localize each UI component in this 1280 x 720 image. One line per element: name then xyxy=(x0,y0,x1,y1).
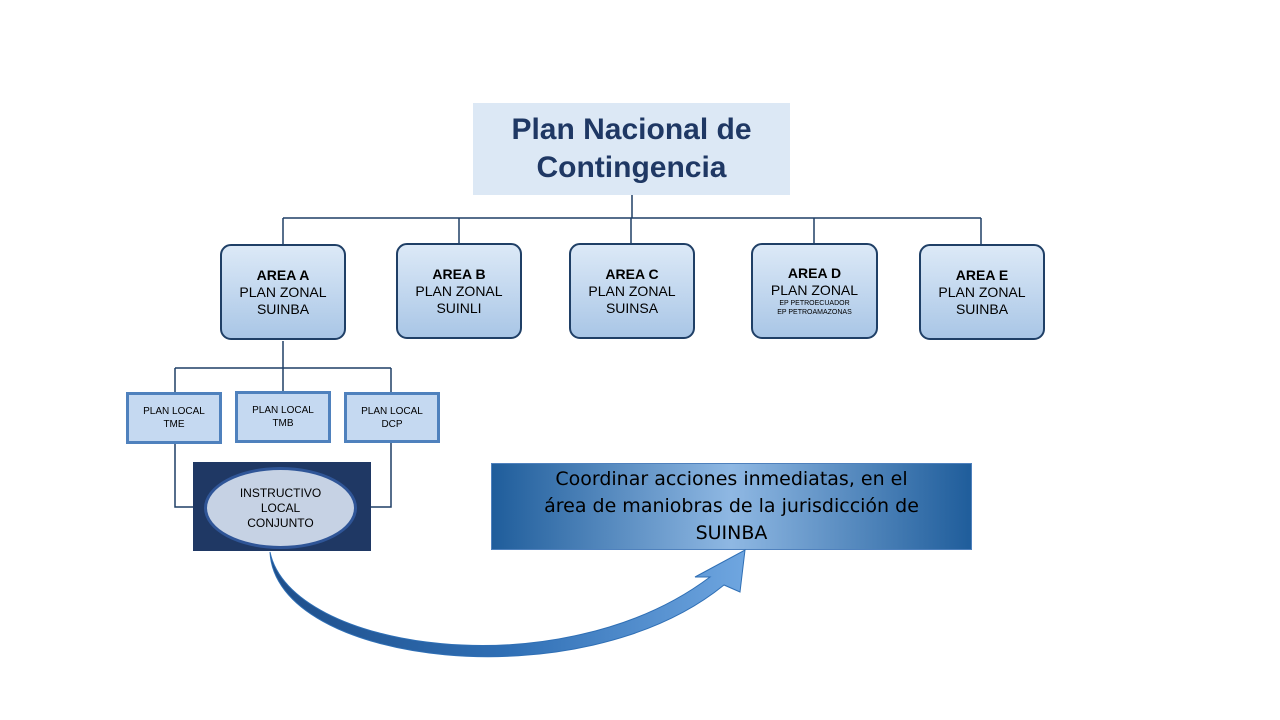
action-line-2: área de maniobras de la jurisdicción de xyxy=(544,495,919,517)
local-plan-dcp-line-1: PLAN LOCAL xyxy=(361,405,423,417)
title-box: Plan Nacional de Contingencia xyxy=(473,103,790,195)
local-plan-dcp: PLAN LOCAL DCP xyxy=(344,392,440,443)
area-d-box: AREA D PLAN ZONAL EP PETROECUADOR EP PET… xyxy=(751,243,878,339)
area-c-line-1: PLAN ZONAL xyxy=(588,282,676,299)
area-a-box: AREA A PLAN ZONAL SUINBA xyxy=(220,244,346,340)
area-d-small-2: EP PETROAMAZONAS xyxy=(777,309,852,316)
area-a-line-1: PLAN ZONAL xyxy=(239,283,327,300)
area-e-box: AREA E PLAN ZONAL SUINBA xyxy=(919,244,1045,340)
area-e-heading: AREA E xyxy=(955,266,1009,283)
area-c-line-2: SUINSA xyxy=(605,299,659,316)
local-plan-tmb: PLAN LOCAL TMB xyxy=(235,391,331,443)
area-c-heading: AREA C xyxy=(605,265,659,282)
area-a-line-2: SUINBA xyxy=(256,300,310,317)
instructivo-line-3: CONJUNTO xyxy=(247,515,314,530)
area-b-heading: AREA B xyxy=(432,265,486,282)
instructivo-ellipse: INSTRUCTIVO LOCAL CONJUNTO xyxy=(204,467,357,549)
area-b-box: AREA B PLAN ZONAL SUINLI xyxy=(396,243,522,339)
area-b-line-1: PLAN ZONAL xyxy=(415,282,503,299)
area-c-box: AREA C PLAN ZONAL SUINSA xyxy=(569,243,695,339)
area-e-line-2: SUINBA xyxy=(955,300,1009,317)
curved-arrow-body xyxy=(269,549,746,658)
area-a-heading: AREA A xyxy=(256,266,310,283)
area-b-line-2: SUINLI xyxy=(436,299,482,316)
title-line-1: Plan Nacional de xyxy=(511,113,752,146)
area-d-small-1: EP PETROECUADOR xyxy=(779,300,850,307)
area-d-heading: AREA D xyxy=(787,265,842,281)
local-plan-tme: PLAN LOCAL TME xyxy=(126,392,222,444)
local-plan-tmb-line-2: TMB xyxy=(272,418,294,429)
action-line-3: SUINBA xyxy=(695,522,768,544)
local-plan-dcp-line-2: DCP xyxy=(381,418,403,430)
instructivo-line-2: LOCAL xyxy=(260,500,301,515)
area-e-line-1: PLAN ZONAL xyxy=(938,283,1026,300)
local-plan-tme-line-2: TME xyxy=(163,419,185,430)
action-box: Coordinar acciones inmediatas, en el áre… xyxy=(491,463,972,550)
title-line-2: Contingencia xyxy=(536,151,727,184)
local-plan-tme-line-1: PLAN LOCAL xyxy=(143,406,205,417)
instructivo-line-1: INSTRUCTIVO xyxy=(239,485,322,500)
area-d-line-1: PLAN ZONAL xyxy=(770,282,859,298)
action-line-1: Coordinar acciones inmediatas, en el xyxy=(555,468,908,490)
local-plan-tmb-line-1: PLAN LOCAL xyxy=(252,405,314,416)
